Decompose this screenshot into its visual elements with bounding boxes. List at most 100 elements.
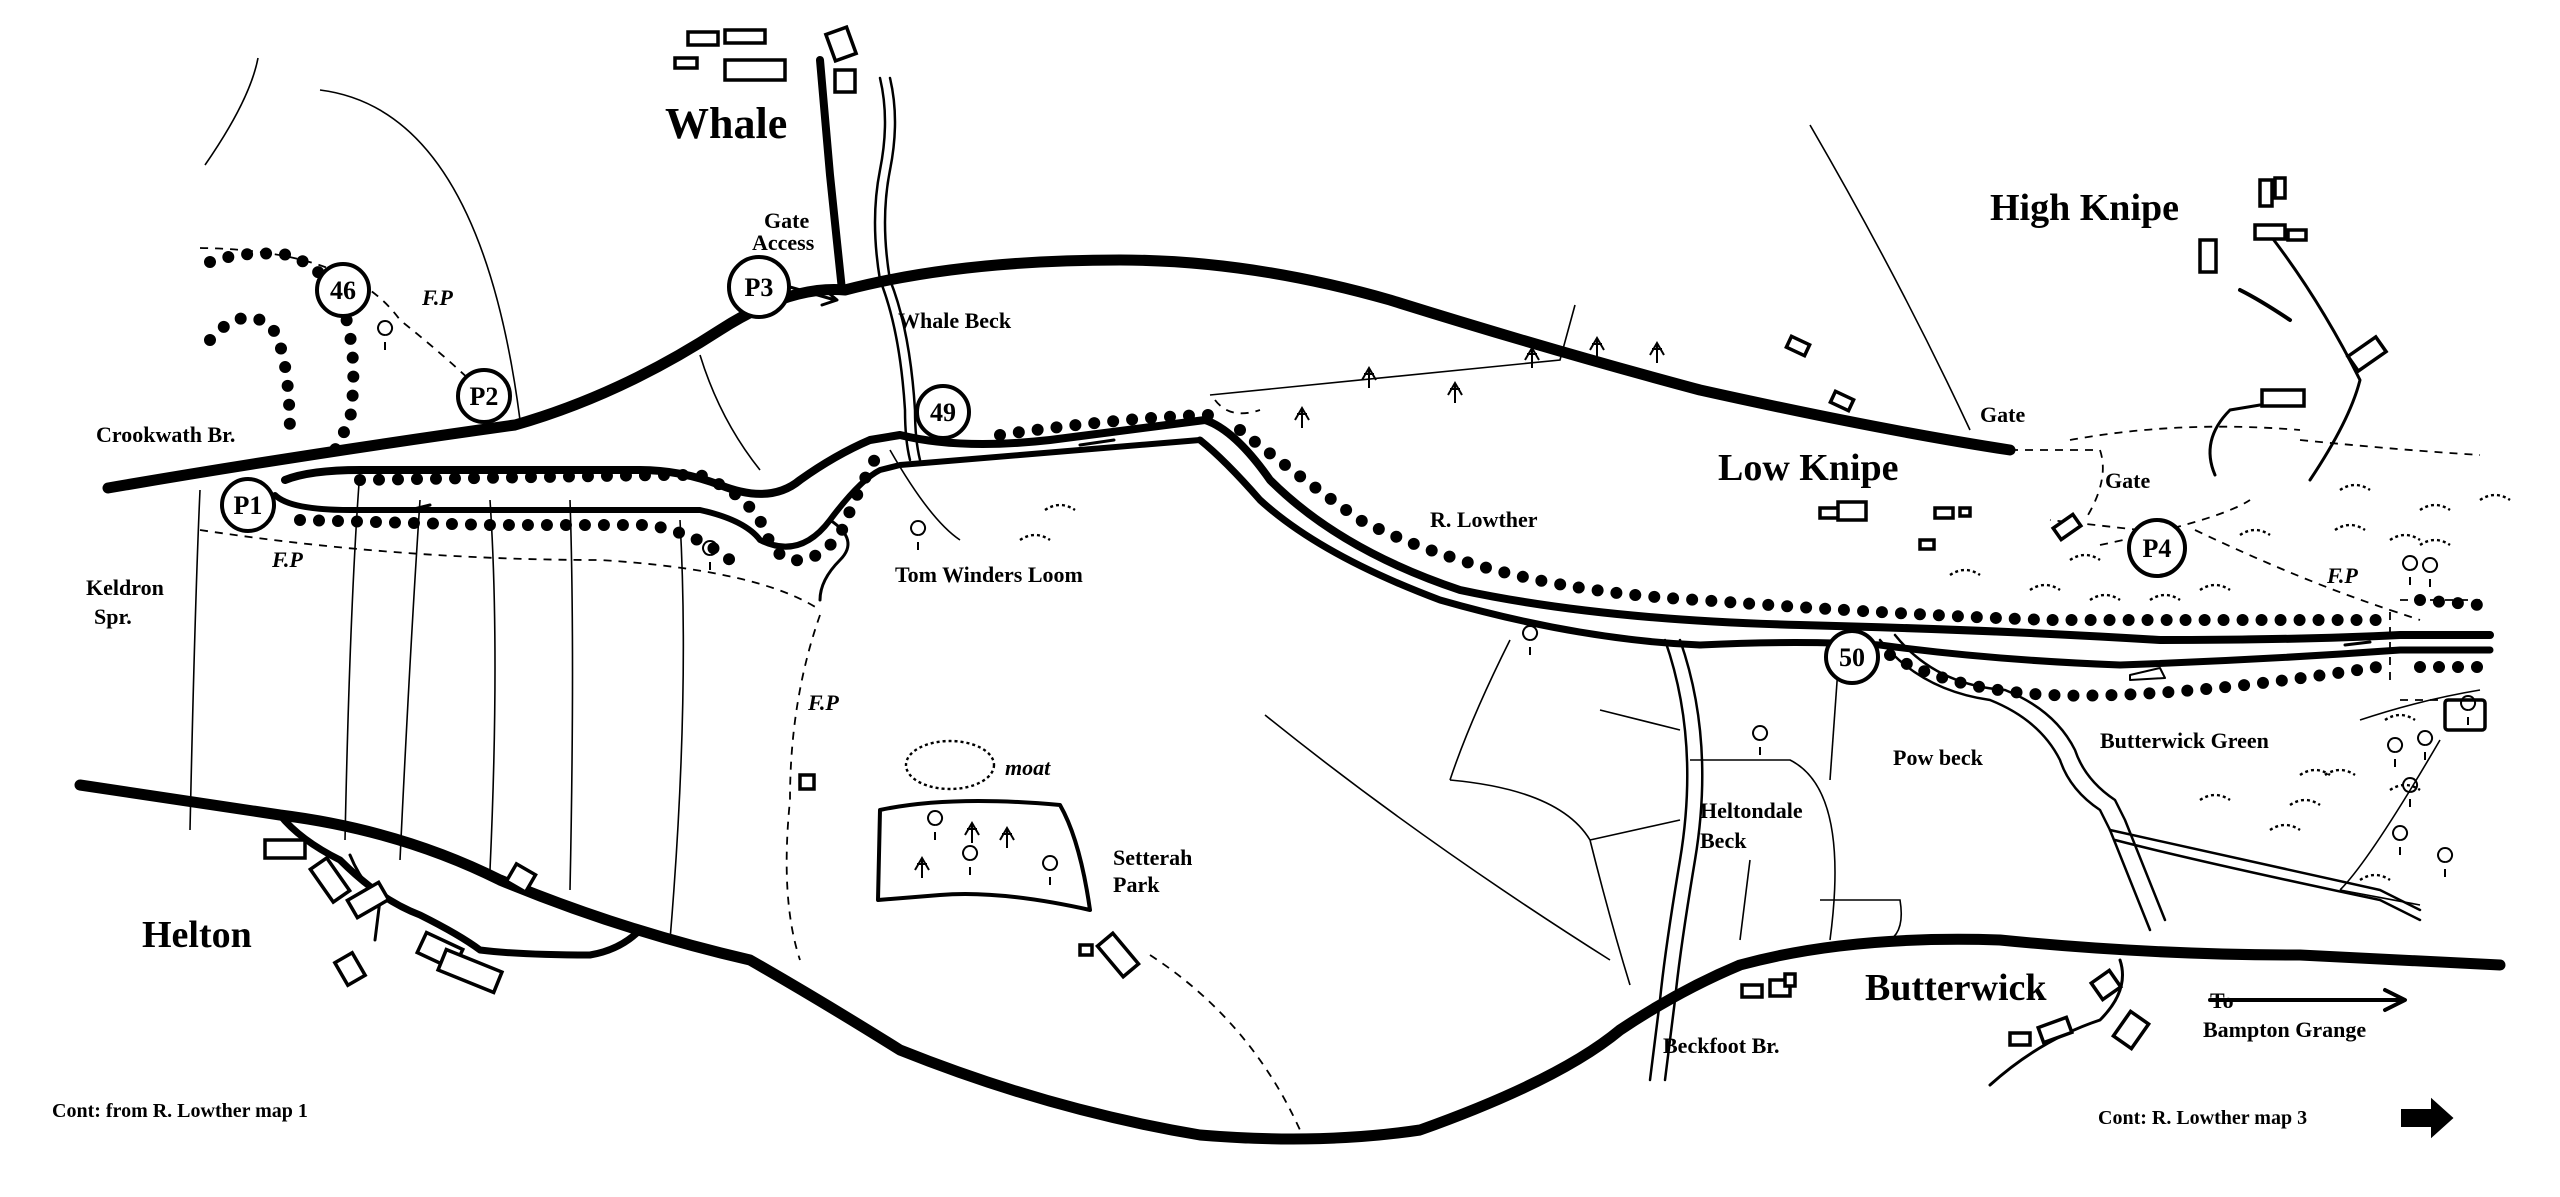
label-whale-beck: Whale Beck bbox=[898, 308, 1012, 333]
continuation-notes: Cont: from R. Lowther map 1 Cont: R. Low… bbox=[52, 1100, 2307, 1129]
building bbox=[2345, 334, 2389, 374]
building bbox=[686, 30, 720, 47]
conifer-icon bbox=[1361, 366, 1377, 388]
feature-labels: Crookwath Br. Keldron Spr. Gate Access W… bbox=[86, 208, 2366, 1058]
building bbox=[1784, 334, 1812, 358]
continued-to-note: Cont: R. Lowther map 3 bbox=[2098, 1107, 2307, 1129]
building bbox=[2035, 1015, 2075, 1045]
conifer-icon bbox=[1589, 336, 1605, 358]
building bbox=[723, 28, 767, 45]
building bbox=[2088, 968, 2124, 1002]
label-fp: F.P bbox=[421, 285, 453, 310]
marker-p4: P4 bbox=[2127, 518, 2187, 578]
label-gate-access-2: Access bbox=[752, 230, 815, 255]
deciduous-icon bbox=[2387, 737, 2404, 767]
marker-50-label: 50 bbox=[1839, 643, 1865, 672]
building bbox=[263, 838, 307, 860]
label-gate-1: Gate bbox=[1980, 402, 2025, 427]
deciduous-icon bbox=[1042, 855, 1059, 885]
building bbox=[833, 68, 857, 94]
deciduous-icon bbox=[2422, 557, 2439, 587]
building bbox=[1958, 506, 1972, 518]
buildings bbox=[263, 24, 2487, 1052]
label-gate-access: Gate bbox=[764, 208, 809, 233]
building bbox=[2443, 698, 2487, 732]
tree-symbols bbox=[377, 320, 2477, 885]
deciduous-icon bbox=[2402, 777, 2419, 807]
river-lowther bbox=[272, 416, 2494, 681]
label-bampton-grange: Bampton Grange bbox=[2203, 1017, 2366, 1042]
building bbox=[1933, 506, 1955, 520]
conifer-icon bbox=[999, 826, 1015, 848]
marsh-symbols bbox=[1019, 483, 2511, 882]
place-helton: Helton bbox=[142, 914, 252, 956]
marker-50: 50 bbox=[1824, 629, 1880, 685]
building bbox=[2198, 238, 2218, 274]
building bbox=[332, 950, 368, 988]
building bbox=[798, 773, 816, 791]
building bbox=[1836, 500, 1868, 522]
conifer-icon bbox=[1447, 381, 1463, 403]
becks bbox=[873, 76, 2422, 1082]
label-gate-2: Gate bbox=[2105, 468, 2150, 493]
marker-p4-label: P4 bbox=[2143, 534, 2172, 563]
building bbox=[2258, 178, 2274, 208]
marker-p3: P3 bbox=[727, 255, 791, 319]
building bbox=[2008, 1031, 2032, 1047]
marker-p1: P1 bbox=[220, 477, 276, 533]
markers: P1 P2 P3 P4 46 49 50 bbox=[220, 255, 2187, 685]
building bbox=[435, 947, 505, 995]
label-heltondale-beck: Beck bbox=[1700, 828, 1747, 853]
label-pow-beck: Pow beck bbox=[1893, 745, 1984, 770]
marker-p2-label: P2 bbox=[470, 382, 499, 411]
place-labels: Whale High Knipe Low Knipe Helton Butter… bbox=[142, 99, 2179, 1009]
footpaths bbox=[199, 247, 2481, 1131]
label-fp: F.P bbox=[271, 547, 303, 572]
minor-tracks bbox=[348, 233, 2362, 1087]
label-tom-winders-loom: Tom Winders Loom bbox=[895, 562, 1083, 587]
building bbox=[1828, 389, 1856, 413]
building bbox=[1740, 983, 1764, 999]
label-moat: moat bbox=[1005, 755, 1051, 780]
deciduous-icon bbox=[1522, 625, 1539, 655]
building bbox=[1918, 538, 1936, 551]
label-fp: F.P bbox=[2326, 563, 2358, 588]
label-fp: F.P bbox=[807, 690, 839, 715]
moat-icon bbox=[904, 739, 996, 791]
place-low-knipe: Low Knipe bbox=[1718, 447, 1899, 489]
conifer-icon bbox=[964, 821, 980, 843]
marker-p1-label: P1 bbox=[234, 491, 263, 520]
label-heltondale: Heltondale bbox=[1700, 798, 1803, 823]
building bbox=[2253, 223, 2287, 241]
building bbox=[2110, 1008, 2152, 1052]
continued-from-note: Cont: from R. Lowther map 1 bbox=[52, 1100, 308, 1122]
building bbox=[2286, 228, 2308, 242]
building bbox=[2260, 388, 2306, 408]
deciduous-icon bbox=[377, 320, 394, 350]
conifer-icon bbox=[1524, 346, 1540, 368]
label-setterah: Setterah bbox=[1113, 845, 1192, 870]
place-whale: Whale bbox=[665, 99, 787, 148]
building bbox=[823, 24, 859, 64]
conifer-icon bbox=[1294, 406, 1310, 428]
deciduous-icon bbox=[962, 845, 979, 875]
setterah-park-woodland bbox=[876, 799, 1092, 912]
label-setterah-park: Park bbox=[1113, 872, 1160, 897]
conifer-icon bbox=[914, 856, 930, 878]
deciduous-icon bbox=[910, 520, 927, 550]
marker-49: 49 bbox=[915, 384, 971, 440]
marker-46-label: 46 bbox=[330, 276, 356, 305]
deciduous-icon bbox=[2417, 730, 2434, 760]
marker-49-label: 49 bbox=[930, 398, 956, 427]
deciduous-icon bbox=[2402, 555, 2419, 585]
building bbox=[723, 58, 787, 82]
deciduous-icon bbox=[1752, 725, 1769, 755]
conifer-icon bbox=[1649, 341, 1665, 363]
deciduous-icon bbox=[927, 810, 944, 840]
place-high-knipe: High Knipe bbox=[1990, 187, 2179, 229]
label-to: To bbox=[2210, 988, 2234, 1013]
building bbox=[307, 855, 353, 905]
marker-46: 46 bbox=[315, 262, 371, 318]
marker-p2: P2 bbox=[456, 368, 512, 424]
